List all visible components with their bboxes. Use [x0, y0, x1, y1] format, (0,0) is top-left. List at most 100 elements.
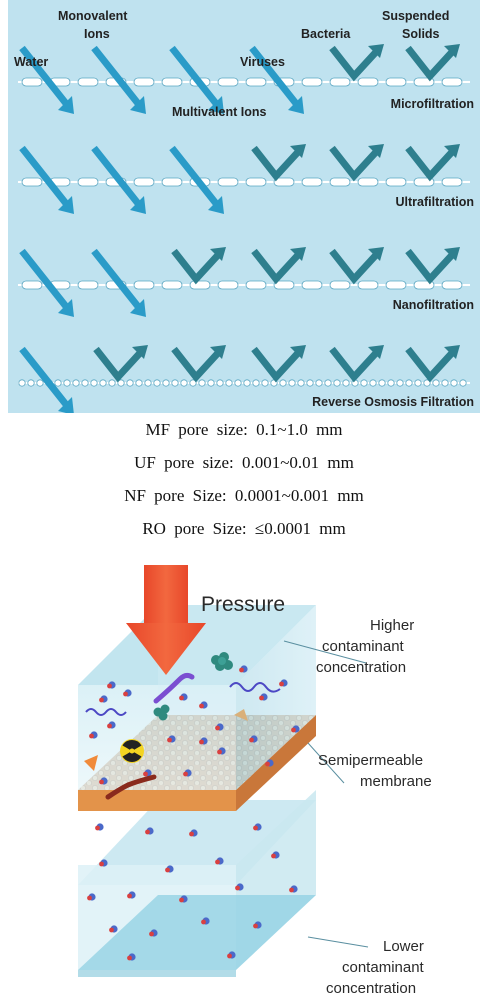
water-molecule-icon [165, 865, 174, 873]
membrane-pore [333, 379, 341, 387]
blocked-arrow-head [444, 345, 460, 359]
blocked-arrow-head [444, 247, 460, 261]
blocked-arrow-head [444, 144, 460, 158]
label-monovalent-ions-1: Monovalent [58, 9, 128, 23]
water-molecule-icon [99, 695, 108, 703]
blocked-arrow [251, 248, 301, 285]
label-monovalent-ions-2: Ions [84, 27, 110, 41]
passing-arrow [19, 45, 71, 109]
contaminant-particles [89, 665, 300, 785]
membrane-pore [198, 379, 206, 387]
membrane-pore [161, 77, 183, 87]
water-molecule-icon [265, 759, 274, 767]
filtration-row-4 [18, 345, 470, 413]
membrane-pore [261, 379, 269, 387]
water-molecule-icon [127, 891, 136, 899]
bacteria-wave-icon-2 [85, 708, 127, 716]
membrane-pore [450, 379, 458, 387]
blocked-arrow [171, 248, 221, 285]
water-molecule-icon [167, 735, 176, 743]
passing-arrow [91, 45, 143, 109]
passing-arrow-head [58, 96, 74, 114]
membrane-pore [306, 379, 314, 387]
pore-size-ro: RO pore Size: ≤0.0001 mm [142, 519, 346, 538]
membrane-pore [133, 280, 155, 290]
blocked-arrow-head [368, 144, 384, 158]
blocked-arrow [251, 346, 301, 383]
membrane-pore [301, 280, 323, 290]
blocked-arrow-head [210, 247, 226, 261]
water-molecule-icon [189, 829, 198, 837]
water-molecule-icon [99, 777, 108, 785]
blocked-arrow [405, 45, 455, 82]
membrane-pore [72, 379, 80, 387]
passing-arrow-head [58, 397, 74, 413]
pressure-label: Pressure [201, 593, 285, 616]
bacteria-rod-icon [105, 774, 157, 800]
passing-arrow-head [130, 96, 146, 114]
lower-label-1: Lower [383, 938, 424, 955]
higher-label-2: contaminant [322, 638, 405, 655]
membrane-label-2: membrane [360, 773, 432, 790]
membrane-pore [21, 177, 43, 187]
lower-label-3: concentration [326, 980, 416, 997]
membrane-pore [133, 77, 155, 87]
membrane-pore [189, 280, 211, 290]
water-molecule-icon [95, 823, 104, 831]
water-molecule-icon [217, 747, 226, 755]
membrane-pore [279, 379, 287, 387]
membrane-pore [385, 177, 407, 187]
membrane-pore [329, 280, 351, 290]
membrane-pore [315, 379, 323, 387]
water-molecule-icon [107, 681, 116, 689]
membrane-pore [161, 177, 183, 187]
membrane-pore [27, 379, 35, 387]
blocked-arrow [93, 346, 143, 383]
passing-arrow [19, 145, 71, 209]
water-molecule-icon [199, 737, 208, 745]
membrane-pore [99, 379, 107, 387]
membrane-pore [441, 177, 463, 187]
passing-arrow-head [58, 196, 74, 214]
rows-layer [18, 44, 470, 413]
membrane-pore [396, 379, 404, 387]
membrane-pore [153, 379, 161, 387]
water-molecule-icon [235, 883, 244, 891]
callout-line-membrane [307, 742, 345, 784]
water-molecule-icon [179, 895, 188, 903]
membrane-pore [234, 379, 242, 387]
membrane-pore [297, 379, 305, 387]
virus-icon-2 [153, 704, 170, 721]
water-molecule-icon [253, 921, 262, 929]
filtration-row-2 [18, 144, 470, 214]
passing-arrow [169, 145, 221, 209]
filtration-diagram: Monovalent Ions Water Viruses Bacteria S… [8, 0, 480, 413]
membrane-pore [117, 379, 125, 387]
water-molecule-icon [279, 679, 288, 687]
membrane-pore [329, 77, 351, 87]
membrane-pore [360, 379, 368, 387]
callout-line-lower [307, 936, 369, 948]
blocked-arrow-head [210, 345, 226, 359]
membrane-pore [357, 177, 379, 187]
membrane-pore [245, 177, 267, 187]
membrane-pore [342, 379, 350, 387]
passing-arrow [91, 145, 143, 209]
filtration-row-1 [18, 44, 470, 114]
water-molecule-icon [271, 851, 280, 859]
membrane-pore [385, 280, 407, 290]
blocked-arrow-head [368, 345, 384, 359]
passing-arrow-head [130, 196, 146, 214]
passing-arrow [19, 346, 71, 410]
membrane-pore [108, 379, 116, 387]
water-molecule-icon [145, 827, 154, 835]
blocked-arrow [329, 248, 379, 285]
membrane-pore [301, 77, 323, 87]
water-molecule-icon [179, 693, 188, 701]
membrane-pore [63, 379, 71, 387]
water-molecule-icon [215, 723, 224, 731]
blocked-arrow-head [368, 44, 384, 58]
membrane-pore [245, 280, 267, 290]
water-molecule-icon [227, 951, 236, 959]
membrane-pore [21, 280, 43, 290]
